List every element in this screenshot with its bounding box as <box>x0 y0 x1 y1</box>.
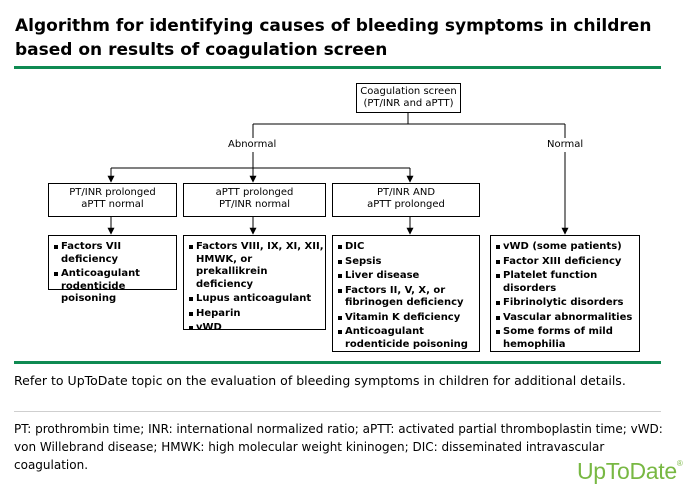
logo-registered-mark: ® <box>676 459 683 469</box>
root-line2: (PT/INR and aPTT) <box>363 98 454 109</box>
reference-note: Refer to UpToDate topic on the evaluatio… <box>14 373 626 388</box>
root-node-box: Coagulation screen (PT/INR and aPTT) <box>356 83 461 113</box>
cause-item: Factor XIII deficiency <box>491 256 639 269</box>
aptt-prolonged-causes-box: Factors VIII, IX, XI, XII, HMWK, or prek… <box>183 235 326 333</box>
diagram-title: Algorithm for identifying causes of blee… <box>15 16 652 60</box>
cause-item: Vascular abnormalities <box>491 312 639 325</box>
footnote-divider <box>14 411 661 412</box>
cause-item: Factors VIII, IX, XI, XII, HMWK, or prek… <box>184 241 325 291</box>
abbreviations-footnote: PT: prothrombin time; INR: international… <box>14 422 663 472</box>
both-prolonged-line1: PT/INR AND <box>376 187 436 198</box>
both-prolonged-causes-box: DIC Sepsis Liver disease Factors II, V, … <box>332 235 480 352</box>
cause-item: Factors VII deficiency <box>49 241 176 266</box>
uptodate-logo: UpToDate® <box>577 458 683 485</box>
cause-item: Vitamin K deficiency <box>333 312 479 325</box>
abnormal-label: Abnormal <box>225 139 280 150</box>
cause-item: Fibrinolytic disorders <box>491 297 639 310</box>
root-line1: Coagulation screen <box>360 86 457 97</box>
pt-prolonged-line1: PT/INR prolonged <box>69 187 156 198</box>
both-prolonged-line2: aPTT prolonged <box>367 199 445 210</box>
pt-prolonged-box: PT/INR prolonged aPTT normal <box>48 183 177 217</box>
normal-causes-box: vWD (some patients) Factor XIII deficien… <box>490 235 640 352</box>
cause-item: Lupus anticoagulant <box>184 293 325 306</box>
aptt-prolonged-line2: PT/INR normal <box>218 199 291 210</box>
cause-item: Platelet function disorders <box>491 270 639 295</box>
cause-item: Anticoagulant rodenticide poisoning <box>333 326 479 351</box>
logo-text: UpToDate <box>577 458 677 484</box>
cause-item: Some forms of mild hemophilia <box>491 326 639 351</box>
aptt-prolonged-line1: aPTT prolonged <box>215 187 294 198</box>
cause-item: Factors II, V, X, or fibrinogen deficien… <box>333 285 479 310</box>
normal-label: Normal <box>544 139 587 150</box>
cause-item: Heparin <box>184 308 325 321</box>
top-divider <box>14 66 661 69</box>
pt-prolonged-line2: aPTT normal <box>81 199 144 210</box>
bottom-divider <box>14 361 661 364</box>
cause-item: Anticoagulant rodenticide poisoning <box>49 268 176 306</box>
cause-item: vWD <box>184 322 325 335</box>
aptt-prolonged-box: aPTT prolonged PT/INR normal <box>183 183 326 217</box>
cause-item: vWD (some patients) <box>491 241 639 254</box>
pt-prolonged-causes-box: Factors VII deficiency Anticoagulant rod… <box>48 235 177 304</box>
both-prolonged-box: PT/INR AND aPTT prolonged <box>332 183 480 217</box>
flow-connectors <box>107 112 569 235</box>
cause-item: Sepsis <box>333 256 479 269</box>
cause-item: DIC <box>333 241 479 254</box>
cause-item: Liver disease <box>333 270 479 283</box>
